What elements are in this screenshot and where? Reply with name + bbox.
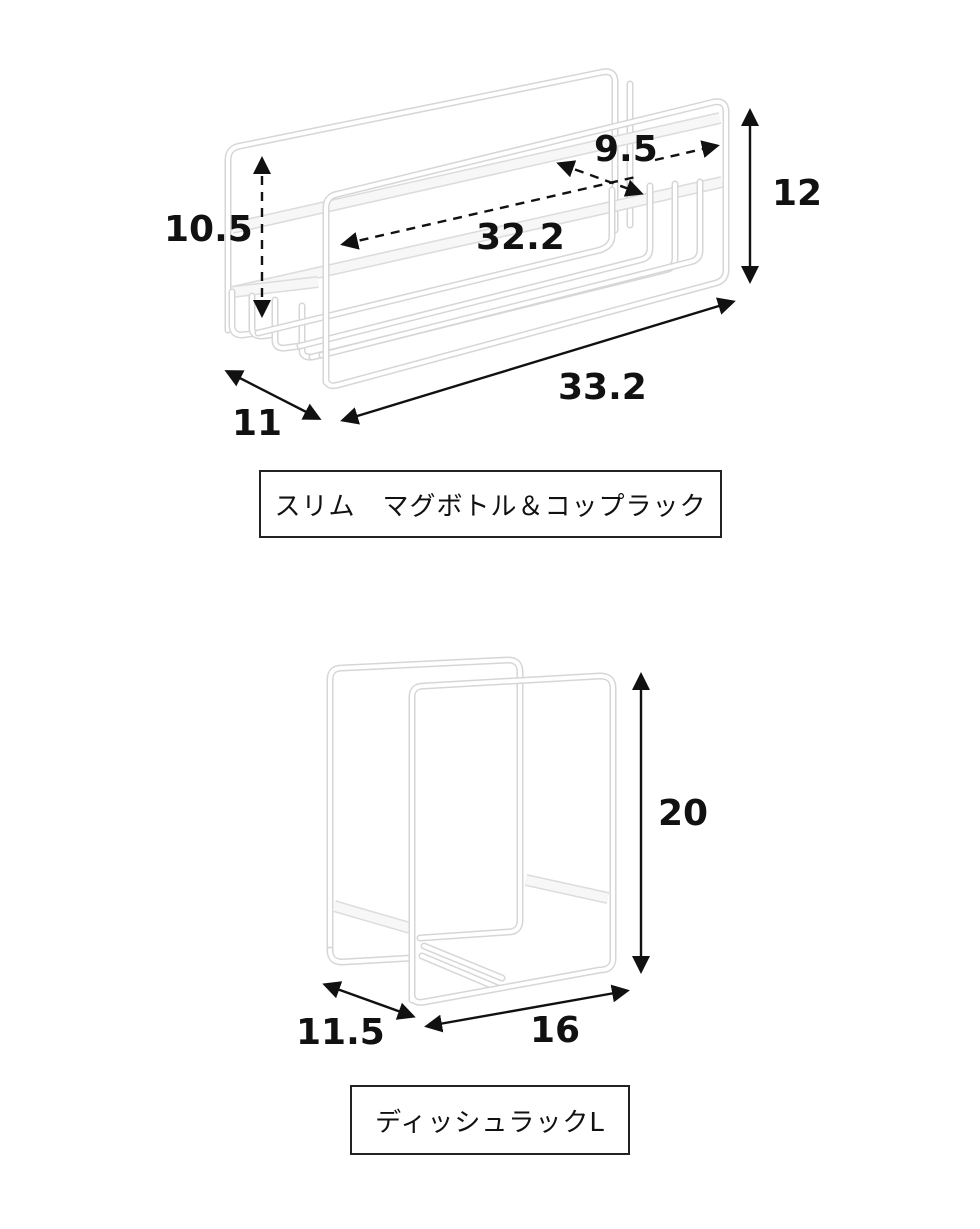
dim-inner-width-label: 9.5 bbox=[594, 129, 658, 170]
dim-inner-height-label: 10.5 bbox=[164, 209, 253, 250]
mug-rack-dimension-lines bbox=[224, 108, 759, 425]
product-name-label-dish-rack: ディッシュラックL bbox=[350, 1085, 630, 1155]
dim-depth-label: 11 bbox=[232, 403, 283, 444]
dim-inner-length-label: 32.2 bbox=[476, 217, 565, 258]
dim-height-label: 12 bbox=[772, 173, 823, 214]
product-name-text: スリム マグボトル＆コップラック bbox=[274, 491, 707, 522]
dish-rack-dimension-lines bbox=[322, 672, 650, 1033]
dim-dish-height-label: 20 bbox=[658, 793, 709, 834]
dim-dish-depth-label: 11.5 bbox=[296, 1012, 385, 1053]
dim-length-label: 33.2 bbox=[558, 367, 647, 408]
dim-dish-width-label: 16 bbox=[530, 1010, 581, 1051]
product-name-text: ディッシュラックL bbox=[375, 1107, 605, 1138]
dish-rack-illustration bbox=[326, 656, 617, 1006]
mug-rack-illustration bbox=[224, 68, 730, 390]
product-name-label-mug-rack: スリム マグボトル＆コップラック bbox=[259, 470, 722, 538]
